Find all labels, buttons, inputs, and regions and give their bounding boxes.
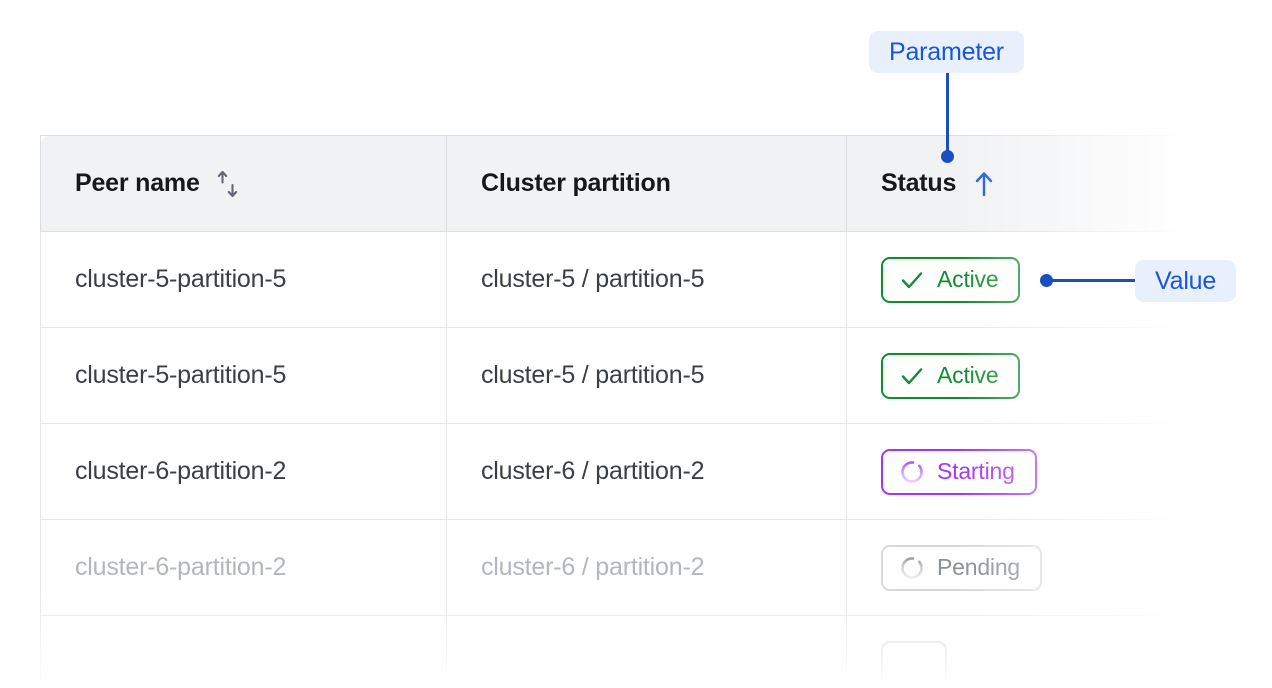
table-row[interactable]	[40, 615, 1192, 688]
spinner-icon	[899, 555, 925, 581]
parameter-connector-line	[946, 71, 949, 157]
column-header-cluster-partition-label: Cluster partition	[481, 169, 671, 197]
cell-status: Starting	[846, 423, 1192, 520]
peers-table-container: Peer name	[40, 135, 1192, 688]
cell-status: Active	[846, 327, 1192, 424]
status-badge: Active	[881, 256, 1021, 303]
status-badge: Pending	[881, 544, 1043, 591]
cell-cluster-partition: cluster-6 / partition-2	[446, 519, 847, 616]
status-badge: Starting	[881, 448, 1037, 495]
cell-peer-name	[40, 615, 447, 688]
parameter-connector-dot	[941, 150, 954, 163]
sort-updown-icon[interactable]	[216, 169, 242, 199]
cell-peer-name: cluster-5-partition-5	[40, 327, 447, 424]
table-row[interactable]: cluster-5-partition-5 cluster-5 / partit…	[40, 327, 1192, 424]
value-connector-line	[1052, 279, 1137, 282]
cell-status: Pending	[846, 519, 1192, 616]
check-icon	[899, 267, 925, 293]
cell-cluster-partition	[446, 615, 847, 688]
check-icon	[899, 363, 925, 389]
column-header-peer-name-label: Peer name	[75, 169, 200, 197]
table-header-row: Peer name	[40, 135, 1192, 232]
column-header-cluster-partition[interactable]: Cluster partition	[446, 135, 847, 232]
status-badge-label: Pending	[937, 554, 1021, 580]
arrow-up-icon[interactable]	[972, 170, 996, 198]
cell-cluster-partition: cluster-5 / partition-5	[446, 231, 847, 328]
cell-peer-name: cluster-5-partition-5	[40, 231, 447, 328]
callout-value: Value	[1135, 260, 1237, 302]
column-header-status-label: Status	[881, 169, 957, 197]
table-row[interactable]: cluster-6-partition-2 cluster-6 / partit…	[40, 519, 1192, 616]
column-header-peer-name[interactable]: Peer name	[40, 135, 447, 232]
spinner-icon	[899, 459, 925, 485]
spinner-icon	[899, 651, 925, 677]
column-header-status[interactable]: Status	[846, 135, 1192, 232]
table-body: cluster-5-partition-5 cluster-5 / partit…	[40, 231, 1192, 688]
cell-cluster-partition: cluster-6 / partition-2	[446, 423, 847, 520]
peers-table: Peer name	[40, 135, 1192, 688]
cell-peer-name: cluster-6-partition-2	[40, 519, 447, 616]
callout-value-label: Value	[1155, 266, 1217, 295]
status-badge-label: Active	[937, 362, 999, 388]
status-badge	[881, 640, 947, 687]
status-badge-label: Starting	[937, 458, 1015, 484]
value-connector-dot	[1040, 274, 1053, 287]
cell-status	[846, 615, 1192, 688]
cell-peer-name: cluster-6-partition-2	[40, 423, 447, 520]
table-row[interactable]: cluster-5-partition-5 cluster-5 / partit…	[40, 231, 1192, 328]
cell-cluster-partition: cluster-5 / partition-5	[446, 327, 847, 424]
status-badge: Active	[881, 352, 1021, 399]
status-badge-label: Active	[937, 266, 999, 292]
table-row[interactable]: cluster-6-partition-2 cluster-6 / partit…	[40, 423, 1192, 520]
callout-parameter: Parameter	[869, 31, 1024, 73]
callout-parameter-label: Parameter	[889, 37, 1004, 66]
table-header: Peer name	[40, 135, 1192, 232]
